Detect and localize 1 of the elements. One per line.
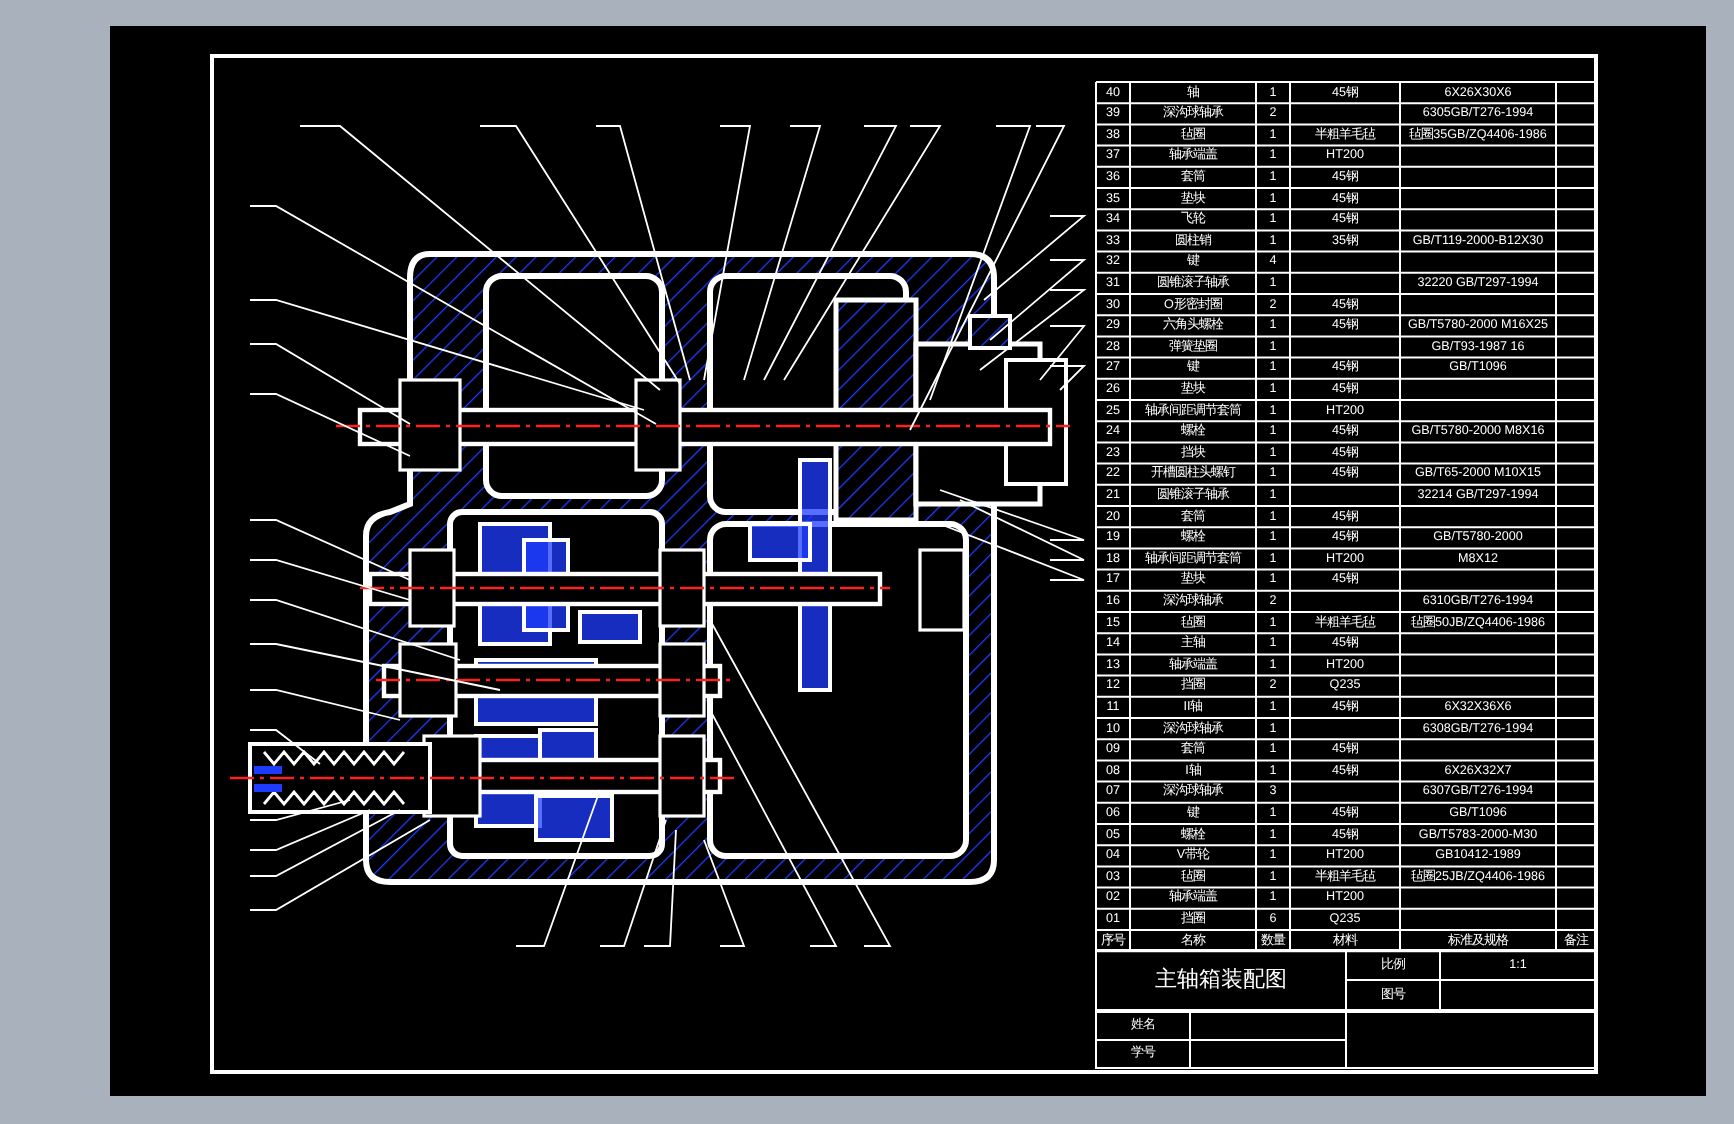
drawing-title: 主轴箱装配图	[1153, 965, 1289, 996]
